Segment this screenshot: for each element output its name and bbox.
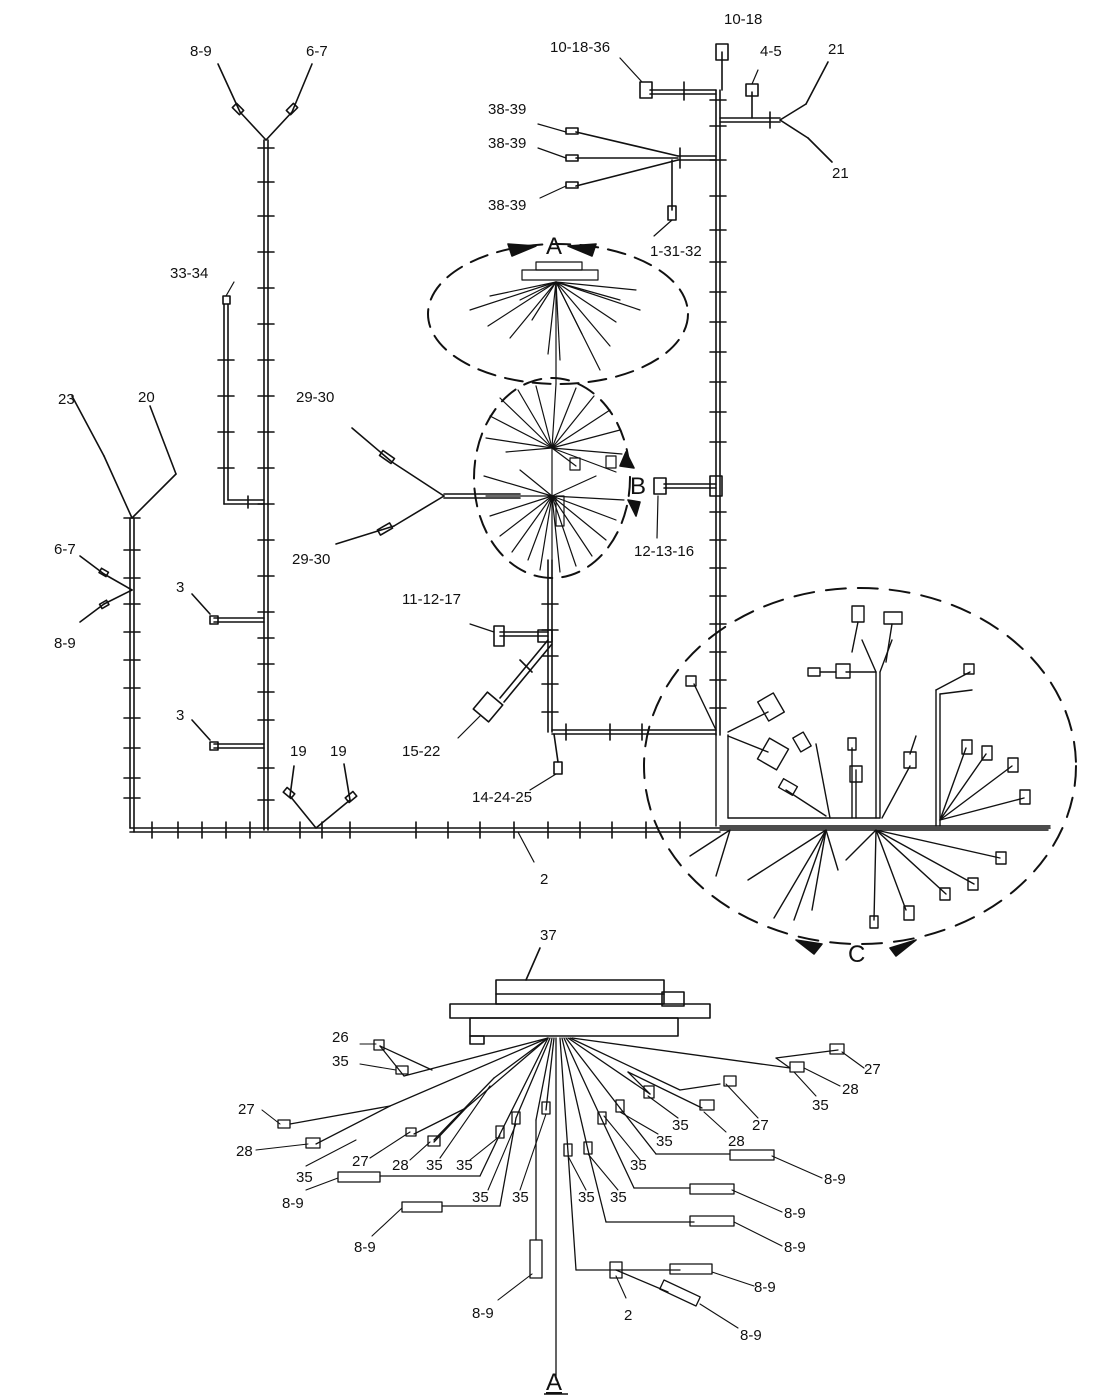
label-29-30-bottom: 29-30: [292, 551, 330, 568]
detail-label-8-9-l2: 8-9: [354, 1239, 376, 1256]
label-12-13-16: 12-13-16: [634, 543, 694, 560]
detail-label-28-mid: 28: [392, 1157, 409, 1174]
view-c-arrows: [795, 939, 917, 957]
branch-center-vertical: [541, 559, 717, 775]
view-a-outline: [427, 243, 689, 385]
detail-a-labels: 26 35 27 28 35 27 28 35 35 35 35 35 35 8…: [236, 1029, 881, 1344]
label-15-22: 15-22: [402, 743, 440, 760]
main-view-labels: 8-9 6-7 10-18 10-18-36 4-5 21 21 38-39 3…: [54, 11, 849, 944]
detail-label-27-r: 27: [752, 1117, 769, 1134]
view-a-contents: [469, 261, 641, 385]
branch-6-7-8-9-left: [79, 555, 133, 623]
view-b-letter: B: [630, 473, 646, 500]
detail-label-35-i: 35: [630, 1157, 647, 1174]
view-b-arrows: [619, 451, 641, 517]
detail-label-27-left: 27: [238, 1101, 255, 1118]
branch-4-5-21: [719, 61, 833, 163]
branch-8-9-6-7-top: [217, 63, 313, 141]
detail-a-connector: [449, 947, 711, 1045]
branch-10-18: [639, 43, 729, 101]
view-b-contents: [483, 383, 625, 573]
detail-label-35-c: 35: [426, 1157, 443, 1174]
label-4-5: 4-5: [760, 43, 782, 60]
view-letters: A B C A: [546, 233, 865, 1396]
detail-label-8-9-r1: 8-9: [824, 1171, 846, 1188]
view-c-contents: [685, 605, 1051, 929]
detail-label-35-a: 35: [332, 1053, 349, 1070]
label-10-18: 10-18: [724, 11, 762, 28]
branch-19: [282, 763, 358, 829]
label-23: 23: [58, 391, 75, 408]
label-1-31-32: 1-31-32: [650, 243, 702, 260]
view-a-arrows: [507, 243, 597, 257]
label-3-lower: 3: [176, 707, 184, 724]
label-6-7-left: 6-7: [54, 541, 76, 558]
branch-3-upper: [191, 593, 265, 625]
detail-a-title: A: [546, 1369, 562, 1396]
label-37: 37: [540, 927, 557, 944]
view-c-outline: [643, 587, 1077, 945]
label-11-12-17: 11-12-17: [402, 591, 461, 608]
detail-label-27-far: 27: [864, 1061, 881, 1078]
callout-leaders: [225, 57, 759, 863]
detail-label-35-j: 35: [656, 1133, 673, 1150]
clamps-bottom-trunk: [151, 821, 681, 839]
branch-3-lower: [191, 719, 265, 751]
view-b-outline: [473, 377, 631, 579]
detail-a-leaders: [255, 1043, 865, 1329]
branch-23-20: [71, 395, 177, 519]
view-c-letter: C: [848, 941, 865, 968]
clamps-left-branch: [123, 549, 141, 799]
label-14-24-25: 14-24-25: [472, 789, 532, 806]
detail-label-28-left: 28: [236, 1143, 253, 1160]
label-33-34: 33-34: [170, 265, 208, 282]
detail-label-35-l: 35: [812, 1097, 829, 1114]
detail-label-35-k: 35: [672, 1117, 689, 1134]
branch-38-39: [565, 127, 717, 221]
detail-label-8-9-r5: 8-9: [740, 1327, 762, 1344]
label-38-39-b: 38-39: [488, 135, 526, 152]
detail-label-8-9-l1: 8-9: [282, 1195, 304, 1212]
label-3-upper: 3: [176, 579, 184, 596]
detail-label-35-b: 35: [296, 1169, 313, 1186]
clamps-middle-branch: [257, 147, 275, 801]
detail-label-35-d: 35: [456, 1157, 473, 1174]
label-19-right: 19: [330, 743, 347, 760]
label-6-7-top: 6-7: [306, 43, 328, 60]
clamps-right-branch: [709, 99, 727, 709]
detail-label-28-r: 28: [728, 1133, 745, 1150]
label-8-9-left: 8-9: [54, 635, 76, 652]
label-10-18-36: 10-18-36: [550, 39, 610, 56]
label-29-30-top: 29-30: [296, 389, 334, 406]
label-21-bottom: 21: [832, 165, 849, 182]
branch-33-34: [217, 295, 265, 509]
detail-label-8-9-r4: 8-9: [754, 1279, 776, 1296]
label-2-main: 2: [540, 871, 548, 888]
branch-29-30: [335, 427, 521, 545]
label-19-left: 19: [290, 743, 307, 760]
branch-15-22: [472, 639, 553, 723]
view-a-letter: A: [546, 233, 562, 260]
detail-label-27-mid: 27: [352, 1153, 369, 1170]
detail-label-8-9-l3: 8-9: [472, 1305, 494, 1322]
label-21-top: 21: [828, 41, 845, 58]
detail-label-2: 2: [624, 1307, 632, 1324]
detail-label-26: 26: [332, 1029, 349, 1046]
branch-11-12-17: [493, 625, 553, 647]
detail-label-35-e: 35: [472, 1189, 489, 1206]
label-38-39-c: 38-39: [488, 197, 526, 214]
detail-label-35-h: 35: [610, 1189, 627, 1206]
detail-label-28-far: 28: [842, 1081, 859, 1098]
detail-label-8-9-r3: 8-9: [784, 1239, 806, 1256]
detail-label-35-g: 35: [578, 1189, 595, 1206]
label-20: 20: [138, 389, 155, 406]
branch-12-13-16: [653, 475, 723, 497]
detail-label-35-f: 35: [512, 1189, 529, 1206]
label-8-9-top: 8-9: [190, 43, 212, 60]
detail-label-8-9-r2: 8-9: [784, 1205, 806, 1222]
label-38-39-a: 38-39: [488, 101, 526, 118]
